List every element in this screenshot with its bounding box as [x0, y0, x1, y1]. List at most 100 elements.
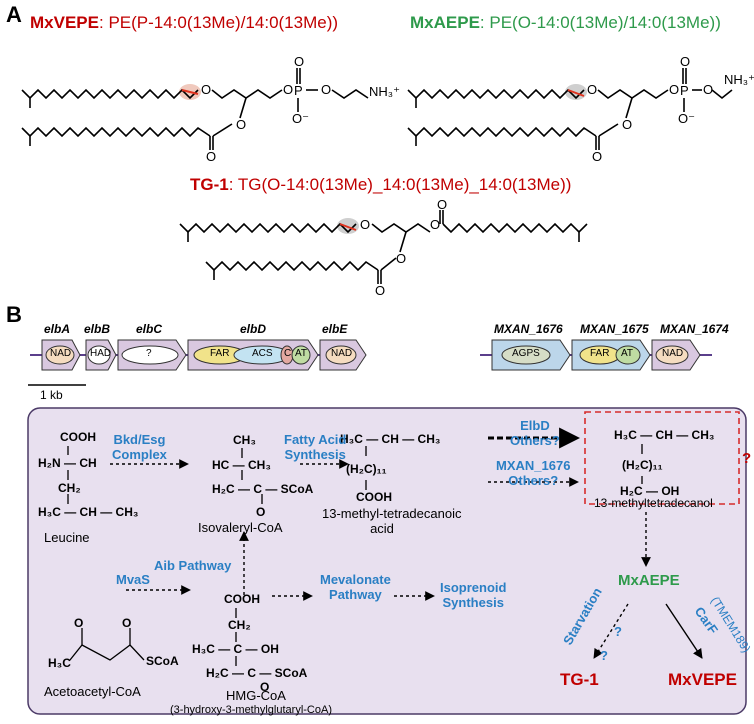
mxan-gene-cluster [480, 339, 712, 371]
domain-at-1675 [615, 345, 641, 365]
mxaepe-o1: O [587, 82, 598, 97]
domain-unknown [121, 345, 179, 365]
tg1-o2: O [430, 217, 441, 232]
alcohol-dashed-box [584, 411, 740, 505]
domain-label-at-1675: AT [621, 348, 634, 359]
step-fas: Fatty Acid Synthesis [284, 432, 346, 462]
tg1-chain-3 [442, 222, 588, 234]
isoval-ch: HC — CH₃ [212, 458, 271, 472]
step-mevalonate-1: Mevalonate [320, 572, 391, 587]
mxaepe-chain-1 [407, 88, 585, 100]
mxaepe-oh-bond [625, 97, 633, 119]
step-elbd-2: Others? [510, 433, 560, 448]
mxvepe-o6: O [321, 82, 332, 97]
domain-nad-e [325, 345, 357, 365]
domain-label-unknown: ? [146, 348, 152, 359]
step-mvas: MvaS [116, 572, 150, 587]
mxvepe-o5: O [294, 54, 305, 69]
mxvepe-ominus: O⁻ [292, 111, 309, 126]
hmg-full-label: (3-hydroxy-3-methylglutaryl-CoA) [170, 704, 332, 716]
arrow-to-mxvepe [665, 603, 703, 659]
pathway-mxaepe: MxAEPE [618, 572, 680, 589]
mxaepe-title: MxAEPE: PE(O-14:0(13Me)/14:0(13Me)) [410, 13, 721, 32]
domain-label-nad-a: NAD [50, 348, 72, 359]
pathway-bonds [67, 444, 643, 666]
hmg-cooh: COOH [224, 592, 260, 606]
mxaepe-ester [598, 123, 619, 137]
mxvepe-o3: O [206, 149, 217, 164]
mxvepe-chain-1 [21, 88, 199, 100]
aceto-h3c: H₃C [48, 656, 71, 670]
alcohol-question: ? [742, 450, 752, 467]
tg1-structure [179, 210, 588, 284]
tg1-o1: O [360, 217, 371, 232]
domain-at-elbd [291, 345, 311, 365]
mxaepe-name: MxAEPE [410, 13, 480, 32]
tg1-glycerol [371, 223, 431, 233]
gene-label-elbB: elbB [84, 322, 111, 336]
leucine-cooh: COOH [60, 430, 96, 444]
mxaepe-o2: O [622, 117, 633, 132]
mxaepe-o5: O [680, 54, 691, 69]
mxvepe-o1: O [201, 82, 212, 97]
hmg-c: H₃C — C — OH [192, 642, 279, 656]
mxvepe-nh3: NH₃⁺ [369, 84, 400, 99]
pathway-mxvepe: MxVEPE [668, 670, 737, 689]
scale-bar-label: 1 kb [40, 388, 63, 402]
step-isoprenoid: Isoprenoid Synthesis [440, 580, 506, 610]
step-aib: Aib Pathway [154, 558, 232, 573]
mxvepe-o4: O [283, 82, 294, 97]
acetoacetyl-bond [69, 644, 145, 661]
acid-label: 13-methyl-tetradecanoic acid [322, 506, 461, 536]
aceto-scoa: SCoA [146, 654, 179, 668]
starvation-q1: ? [614, 624, 622, 639]
step-mevalonate-2: Pathway [329, 587, 382, 602]
step-fas-2: Synthesis [284, 447, 346, 462]
domain-label-far-1675: FAR [590, 348, 610, 359]
step-mxan-2: Others? [508, 473, 559, 488]
tg1-chain-2 [205, 260, 379, 272]
gene-label-elbE: elbE [322, 322, 348, 336]
step-fas-1: Fatty Acid [284, 432, 347, 447]
mxvepe-ester [212, 123, 233, 137]
mxvepe-vinyl [181, 89, 199, 95]
hmg-ch2: CH₂ [228, 618, 251, 632]
tg1-o5: O [375, 283, 386, 298]
hmg-chain: H₂C — C — SCoA [206, 666, 308, 680]
elb-gene-cluster [28, 339, 367, 386]
step-bkd: Bkd/Esg Complex [112, 432, 167, 462]
step-bkd-2: Complex [112, 447, 167, 462]
gene-label-elbA: elbA [44, 322, 71, 336]
starvation-q2: ? [600, 648, 608, 663]
mxvepe-o2: O [236, 117, 247, 132]
mxaepe-formula: PE(O-14:0(13Me)/14:0(13Me)) [489, 13, 721, 32]
step-mevalonate: Mevalonate Pathway [320, 572, 391, 602]
tg1-c2-ester [380, 257, 397, 271]
domain-label-nad-e: NAD [331, 348, 353, 359]
domain-agps [501, 345, 551, 365]
leucine-ch: H₃C — CH — CH₃ [38, 505, 139, 519]
mxvepe-title: MxVEPE: PE(P-14:0(13Me)/14:0(13Me)) [30, 13, 339, 32]
isoval-chain: H₂C — C — SCoA [212, 482, 314, 496]
domain-label-far-elbd: FAR [210, 348, 230, 359]
acid-chain: (H₂C)₁₁ [346, 462, 387, 476]
pathway-arrows [110, 427, 703, 659]
domain-had [87, 345, 111, 365]
mxaepe-structure [407, 68, 733, 150]
isoval-ch3-top: CH₃ [233, 433, 256, 447]
domain-label-had: HAD [90, 348, 112, 359]
mxvepe-glycerol [211, 89, 283, 99]
gene-label-elbD: elbD [240, 322, 267, 336]
acid-label-2: acid [370, 521, 394, 536]
alcohol-chain: (H₂C)₁₁ [622, 458, 663, 472]
mxvepe-name: MxVEPE [30, 13, 99, 32]
step-mxan: MXAN_1676 Others? [496, 458, 570, 488]
step-elbd-1: ElbD [520, 418, 550, 433]
acid-top: H₃C — CH — CH₃ [340, 432, 441, 446]
step-isoprenoid-2: Synthesis [442, 595, 504, 610]
alcohol-label: 13-methyltetradecanol [594, 496, 713, 510]
mxvepe-ethanolamine [331, 89, 369, 99]
gene-label-elbC: elbC [136, 322, 163, 336]
